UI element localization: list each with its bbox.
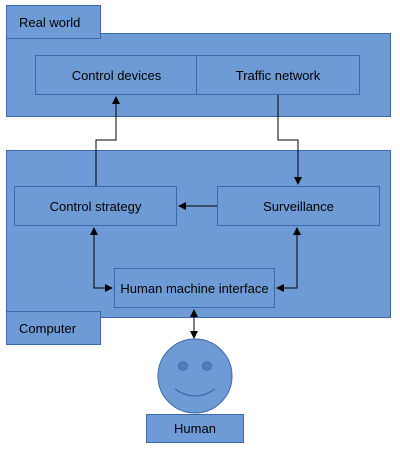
real-world-label: Real world [19, 14, 81, 30]
hmi-box: Human machine interface [114, 268, 275, 308]
hmi-label: Human machine interface [120, 280, 269, 296]
human-label: Human [174, 421, 216, 436]
control-devices-label: Control devices [71, 67, 162, 83]
computer-label: Computer [19, 320, 77, 336]
arrow-surveillance-to-hmi [276, 234, 298, 292]
control-strategy-box: Control strategy [14, 186, 177, 226]
arrow-network-to-surveillance [277, 95, 302, 185]
computer-tab: Computer [6, 311, 101, 345]
real-world-tab: Real world [6, 5, 101, 39]
smiley-face-icon [157, 338, 233, 414]
arrow-strategy-to-hmi [93, 234, 113, 292]
human-box: Human [146, 414, 244, 443]
control-strategy-label: Control strategy [49, 198, 142, 214]
traffic-network-box: Traffic network [196, 55, 360, 95]
surveillance-label: Surveillance [263, 198, 334, 214]
arrow-strategy-to-devices [95, 96, 120, 186]
traffic-network-label: Traffic network [235, 67, 321, 83]
surveillance-box: Surveillance [217, 186, 380, 226]
